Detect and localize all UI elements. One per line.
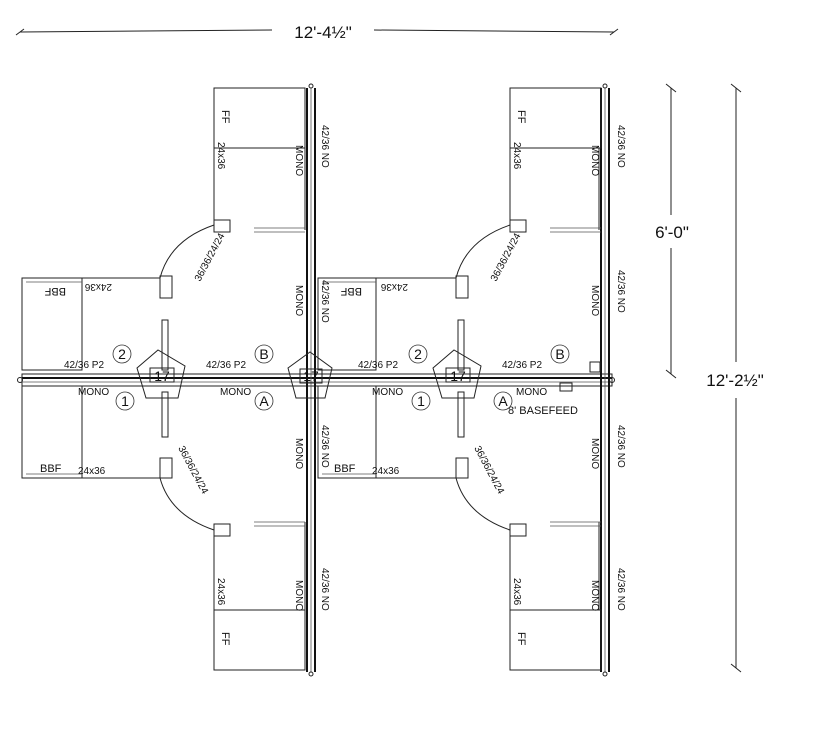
vertical-panel-right [600,83,610,677]
label-ff: FF [515,632,527,646]
label-panel-42-36-no: 42/36 NO [615,270,626,313]
label-ff: FF [219,632,231,646]
label-mono: MONO [589,580,600,611]
label-mono: MONO [78,387,109,398]
label-panel-42-36-no: 42/36 NO [319,425,330,468]
label-mono: MONO [589,438,600,469]
label-24x36: 24x36 [215,578,226,606]
label-mono: MONO [516,387,547,398]
dimension-overall-width: 12'-4½" [15,23,619,42]
label-corner: 36/36/24/24 [489,231,524,283]
label-panel-42-36-no: 42/36 NO [319,280,330,323]
label-corner: 36/36/24/24 [471,444,506,496]
label-mono: MONO [293,580,304,611]
label-ff: FF [515,110,527,124]
label-basefeed: 8' BASEFEED [508,405,578,417]
bubble-2: 2 [118,346,126,362]
label-mono: MONO [220,387,251,398]
label-24x36: 24x36 [84,281,112,292]
label-panel-42-36-p2: 42/36 P2 [358,360,398,371]
label-panel-42-36-p2: 42/36 P2 [64,360,104,371]
label-mono: MONO [293,145,304,176]
bubble-1: 1 [417,393,425,409]
label-bbf: BBF [40,463,62,475]
label-24x36: 24x36 [511,578,522,606]
label-corner: 36/36/24/24 [175,444,210,496]
label-mono: MONO [589,285,600,316]
vertical-panel-left [306,83,316,677]
bubble-17: 17 [450,368,466,384]
bubble-2: 2 [414,346,422,362]
dimension-overall-depth: 12'-2½" [706,83,764,673]
workstation-top-left: FF 24x36 MONO 42/36 NO 36/36/24/24 MONO [82,87,330,371]
label-panel-42-36-p2: 42/36 P2 [206,360,246,371]
label-mono: MONO [293,438,304,469]
label-panel-42-36-no: 42/36 NO [615,425,626,468]
label-panel-42-36-no: 42/36 NO [319,125,330,168]
bubble-b: B [259,346,268,362]
overall-depth-text: 12'-2½" [706,371,763,390]
label-24x36: 24x36 [215,142,226,170]
label-panel-42-36-no: 42/36 NO [615,125,626,168]
label-ff: FF [219,110,231,124]
workstation-mid-upper-left: BBF 24x36 42/36 P2 42/36 P2 [21,277,246,371]
label-mono: MONO [372,387,403,398]
label-panel-42-36-no: 42/36 NO [319,568,330,611]
workstation-top-right: FF 24x36 MONO 42/36 NO 36/36/24/24 MONO … [376,87,626,371]
label-corner: 36/36/24/24 [193,231,228,283]
dimension-half-depth: 6'-0" [655,83,689,379]
label-panel-42-36-no: 42/36 NO [615,568,626,611]
overall-width-text: 12'-4½" [294,23,351,42]
bubble-17: 17 [303,368,319,384]
half-depth-text: 6'-0" [655,223,689,242]
label-bbf: BBF [340,285,362,297]
workstation-mid-upper-right: BBF 24x36 42/36 NO 42/36 P2 42/36 P2 [317,277,542,371]
hub-right: 2 1 B A 17 [408,344,601,411]
label-mono: MONO [293,285,304,316]
label-panel-42-36-p2: 42/36 P2 [502,360,542,371]
bubble-a: A [498,393,508,409]
label-mono: MONO [589,145,600,176]
bubble-a: A [259,393,269,409]
label-24x36: 24x36 [372,466,400,477]
workstation-mid-lower-right: MONO MONO 8' BASEFEED BBF 24x36 36/36/24… [317,385,626,671]
bubble-17: 17 [154,368,170,384]
hub-center: 17 [287,351,333,399]
label-24x36: 24x36 [380,281,408,292]
label-bbf: BBF [334,463,356,475]
label-24x36: 24x36 [511,142,522,170]
workstation-mid-lower-left: MONO MONO BBF 24x36 36/36/24/24 MONO 42/… [21,385,330,671]
label-24x36: 24x36 [78,466,106,477]
bubble-1: 1 [121,393,129,409]
bubble-b: B [555,346,564,362]
main-spine-panel [17,373,615,387]
label-bbf: BBF [44,285,66,297]
hub-left: 2 1 B A 17 [112,344,274,411]
